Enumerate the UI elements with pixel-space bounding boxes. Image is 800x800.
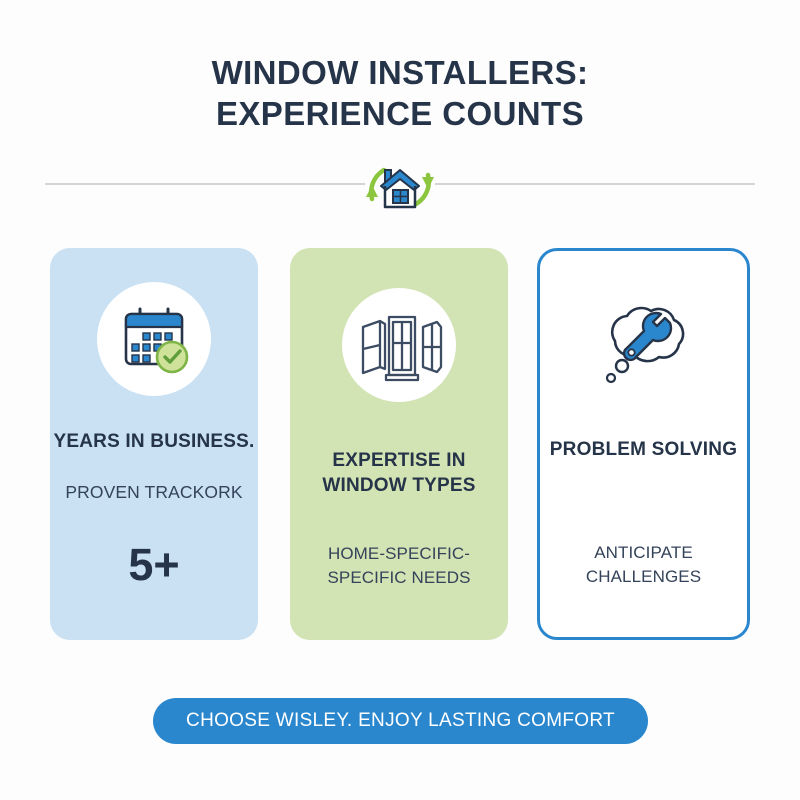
card-expertise-window-types[interactable]: EXPERTISE IN WINDOW TYPES HOME-SPECIFIC-…	[290, 248, 508, 640]
cta-banner-text: CHOOSE WISLEY. ENJOY LASTING COMFORT	[186, 710, 615, 731]
divider	[0, 155, 800, 219]
card-problem-solving[interactable]: PROBLEM SOLVING ANTICIPATE CHALLENGES	[537, 248, 750, 640]
title-line-1: WINDOW INSTALLERS:	[211, 54, 589, 91]
card-heading: EXPERTISE IN WINDOW TYPES	[322, 450, 476, 496]
divider-rule-right	[435, 183, 755, 185]
card-subtext: PROVEN TRACKORK	[65, 482, 243, 502]
icon-circle	[584, 289, 704, 399]
card-subtext: ANTICIPATE CHALLENGES	[585, 543, 702, 586]
icon-circle	[97, 282, 211, 396]
feature-cards: YEARS IN BUSINESS. PROVEN TRACKORK 5+	[0, 248, 800, 640]
card-subtext: HOME-SPECIFIC- SPECIFIC NEEDS	[327, 544, 471, 587]
card-heading: YEARS IN BUSINESS.	[53, 431, 255, 452]
thought-bubble-wrench-icon	[605, 306, 684, 384]
card-years-in-business[interactable]: YEARS IN BUSINESS. PROVEN TRACKORK 5+	[50, 248, 258, 640]
page-title: WINDOW INSTALLERS: EXPERIENCE COUNTS	[0, 52, 800, 134]
card-stat: 5+	[128, 539, 180, 590]
cta-banner[interactable]: CHOOSE WISLEY. ENJOY LASTING COMFORT	[153, 698, 648, 744]
card-heading: PROBLEM SOLVING	[549, 439, 738, 460]
calendar-check-icon	[124, 307, 189, 374]
divider-rule-left	[45, 183, 365, 185]
house-refresh-icon	[352, 155, 448, 219]
icon-circle	[342, 288, 456, 402]
title-line-2: EXPERIENCE COUNTS	[215, 95, 585, 132]
windows-icon	[361, 315, 443, 382]
